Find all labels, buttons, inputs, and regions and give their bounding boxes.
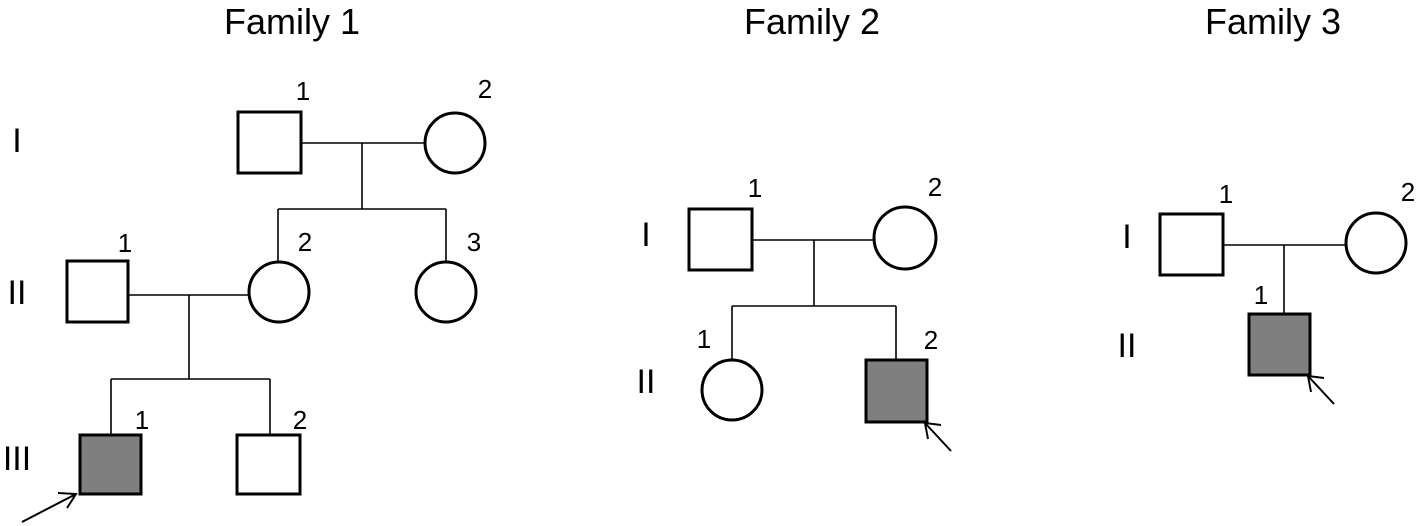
family-3-member-II-1-label: 1 bbox=[1254, 280, 1268, 310]
family-2-generation-I: I bbox=[641, 216, 650, 254]
family-3-generation-II: II bbox=[1118, 327, 1137, 365]
family-1-member-II-3-label: 3 bbox=[467, 227, 481, 257]
family-3-member-I-2-female bbox=[1344, 211, 1408, 275]
family-1-member-I-2-female bbox=[423, 111, 487, 175]
family-1-title: Family 1 bbox=[224, 1, 360, 42]
family-2-member-II-1-female bbox=[700, 358, 764, 422]
family-3-member-I-2-label: 2 bbox=[1401, 177, 1415, 207]
family-2-member-I-1-male bbox=[687, 207, 754, 272]
family-2-proband-arrow-icon bbox=[923, 421, 952, 452]
family-1-member-III-1-label: 1 bbox=[135, 405, 149, 435]
family-2-member-I-2-female bbox=[872, 205, 938, 271]
family-3-generation-I: I bbox=[1122, 218, 1131, 256]
family-2-generation-II: II bbox=[637, 363, 656, 401]
family-3-proband-arrow-icon bbox=[1306, 374, 1335, 405]
family-1-generation-III: III bbox=[3, 440, 31, 478]
family-1-generation-II: II bbox=[8, 274, 27, 312]
family-1-generation-I: I bbox=[12, 122, 21, 160]
family-3: Family 3 I II 1 2 1 bbox=[1118, 1, 1415, 405]
family-1-proband-arrow-icon bbox=[21, 492, 78, 523]
family-2-member-II-1-label: 1 bbox=[697, 324, 711, 354]
family-1-member-II-2-female bbox=[247, 260, 311, 324]
family-1-member-I-1-male bbox=[236, 110, 303, 175]
family-3-member-II-1-male-affected bbox=[1247, 312, 1312, 377]
family-2-member-II-2-male-affected bbox=[864, 358, 929, 424]
family-3-member-I-1-label: 1 bbox=[1219, 179, 1233, 209]
family-2-member-I-1-label: 1 bbox=[748, 173, 762, 203]
family-1-member-II-3-female bbox=[414, 260, 478, 324]
family-1-member-III-2-male bbox=[235, 433, 302, 496]
family-3-member-I-1-male bbox=[1158, 212, 1225, 277]
family-2-member-I-2-label: 2 bbox=[928, 172, 942, 202]
family-1-member-I-1-label: 1 bbox=[296, 76, 310, 106]
family-1-member-III-2-label: 2 bbox=[293, 405, 307, 435]
family-2-title: Family 2 bbox=[744, 1, 880, 42]
family-1-member-II-2-label: 2 bbox=[298, 227, 312, 257]
family-1-member-III-1-male-affected bbox=[78, 433, 143, 496]
family-3-title: Family 3 bbox=[1205, 1, 1341, 42]
family-2-member-II-2-label: 2 bbox=[924, 325, 938, 355]
family-1-member-II-1-label: 1 bbox=[118, 228, 132, 258]
family-1-member-II-1-male bbox=[65, 259, 130, 324]
family-1-member-I-2-label: 2 bbox=[478, 74, 492, 104]
family-2: Family 2 I II 1 2 1 2 bbox=[637, 1, 952, 452]
family-1: Family 1 I II III 1 2 1 2 3 1 2 bbox=[3, 1, 492, 523]
